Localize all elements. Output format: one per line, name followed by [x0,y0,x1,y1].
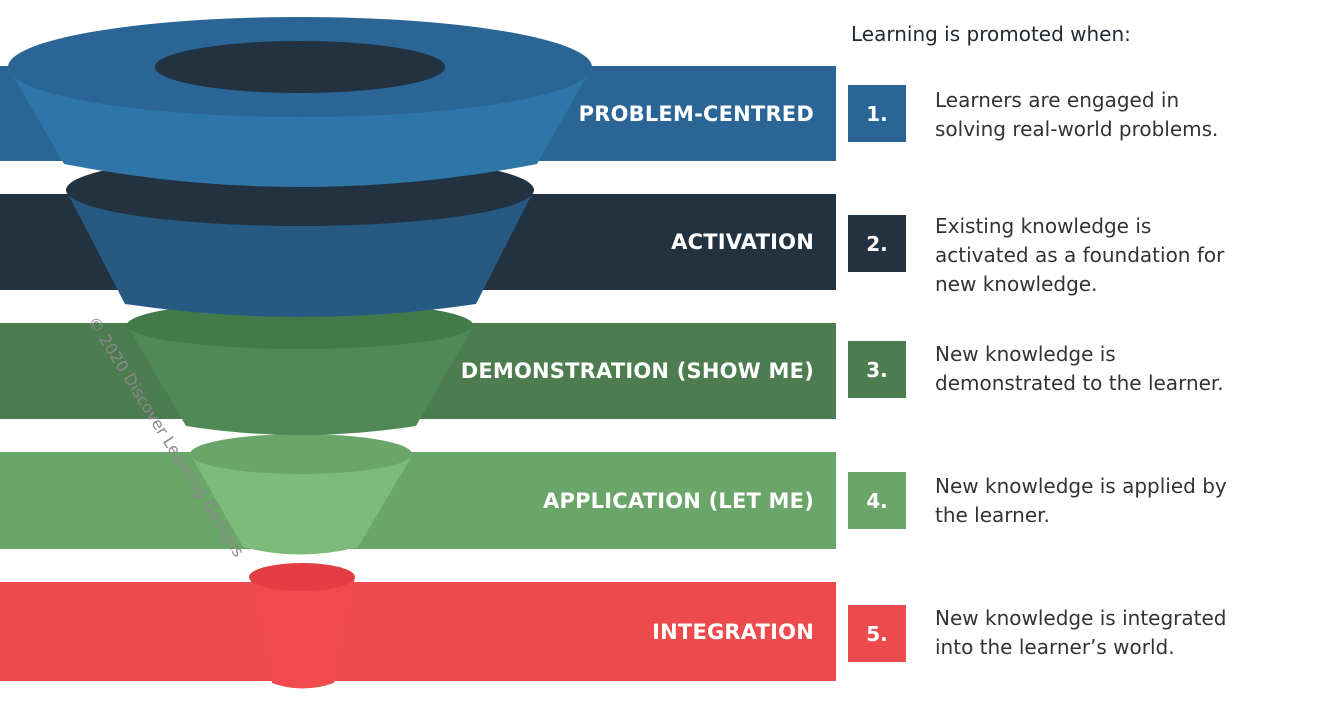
description-line: activated as a foundation for [935,243,1225,267]
stage-description-1: Learners are engaged in solving real-wor… [935,86,1305,144]
description-line: Existing knowledge is [935,214,1152,238]
stage-number-5: 5. [848,605,906,662]
stage-number-2: 2. [848,215,906,272]
funnel-tier-integration [249,563,355,689]
stage-description-3: New knowledge is demonstrated to the lea… [935,340,1305,398]
stage-number-1: 1. [848,85,906,142]
funnel-tier-problem-centred [8,17,592,187]
stage-number-3: 3. [848,341,906,398]
description-line: Learners are engaged in [935,88,1180,112]
description-line: new knowledge. [935,272,1098,296]
description-line: New knowledge is applied by [935,474,1227,498]
stage-label-demonstration: DEMONSTRATION (SHOW ME) [460,359,814,383]
stage-description-2: Existing knowledge is activated as a fou… [935,212,1305,299]
stage-description-5: New knowledge is integrated into the lea… [935,604,1305,662]
description-line: New knowledge is [935,342,1116,366]
band-integration: INTEGRATION [0,582,836,681]
description-line: the learner. [935,503,1050,527]
description-line: solving real-world problems. [935,117,1219,141]
stage-label-activation: ACTIVATION [671,230,814,254]
page-heading: Learning is promoted when: [851,22,1131,46]
description-line: into the learner’s world. [935,635,1175,659]
description-line: demonstrated to the learner. [935,371,1224,395]
stage-label-problem-centred: PROBLEM-CENTRED [578,101,814,126]
funnel-graphic [8,17,592,689]
band-application: APPLICATION (LET ME) [0,452,836,549]
funnel-tier-application [190,434,413,555]
stage-number-4: 4. [848,472,906,529]
stage-description-4: New knowledge is applied by the learner. [935,472,1305,530]
stage-label-integration: INTEGRATION [652,619,814,644]
funnel-tier-demonstration [127,301,474,435]
description-line: New knowledge is integrated [935,606,1227,630]
stage-label-application: APPLICATION (LET ME) [543,488,814,513]
